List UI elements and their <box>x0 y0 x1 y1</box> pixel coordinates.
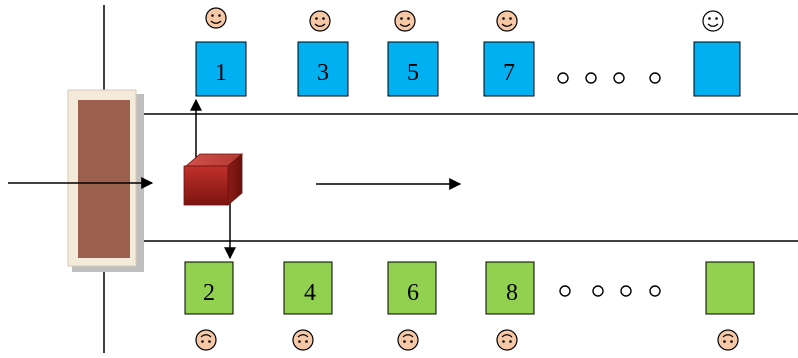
station-number: 1 <box>215 60 227 86</box>
smiling-face-icon <box>309 10 331 32</box>
smiling-face-icon <box>205 7 227 29</box>
ellipsis-circles-icon <box>557 72 661 84</box>
bottom-station-4: 4 <box>283 261 333 315</box>
smiling-face-icon <box>496 10 518 32</box>
smiling-face-icon <box>394 10 416 32</box>
feeder-block <box>67 89 144 272</box>
bottom-station-last <box>705 261 755 315</box>
top-station-3: 3 <box>297 41 349 97</box>
station-number: 7 <box>503 60 515 86</box>
station-number: 8 <box>506 280 518 306</box>
station-number: 6 <box>407 280 419 306</box>
station-number: 4 <box>304 280 316 306</box>
station-number: 3 <box>317 60 329 86</box>
bottom-station-8: 8 <box>485 261 535 315</box>
frowning-face-icon <box>195 329 217 351</box>
top-station-5: 5 <box>387 41 439 97</box>
bottom-station-2: 2 <box>184 261 234 315</box>
bottom-station-6: 6 <box>387 261 437 315</box>
frowning-face-icon <box>292 329 314 351</box>
frowning-face-icon <box>496 329 518 351</box>
frowning-face-icon <box>397 329 419 351</box>
top-station-1: 1 <box>195 41 247 97</box>
top-station-last <box>693 41 741 97</box>
top-station-7: 7 <box>483 41 535 97</box>
station-number: 2 <box>203 280 215 306</box>
smiling-face-icon <box>702 10 724 32</box>
red-box-icon <box>183 153 244 206</box>
frowning-face-icon <box>717 329 739 351</box>
ellipsis-circles-icon <box>559 285 661 297</box>
station-number: 5 <box>407 60 419 86</box>
